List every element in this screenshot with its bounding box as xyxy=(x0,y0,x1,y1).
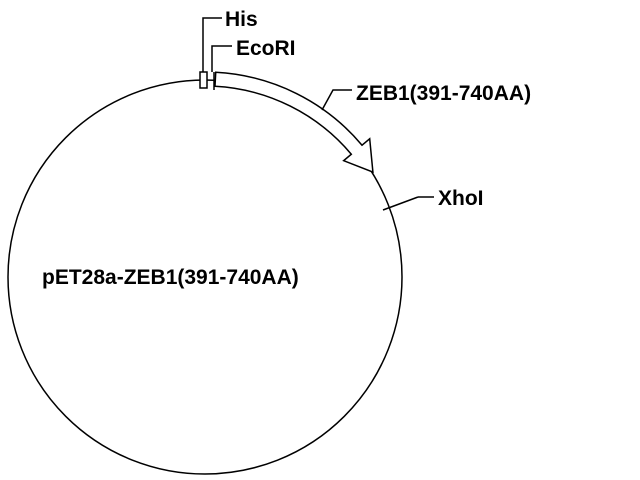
zeb1-insert-arrow xyxy=(214,71,374,174)
his-tag-marker xyxy=(199,71,208,89)
xhoi-label: XhoI xyxy=(438,187,484,210)
his-leader-line xyxy=(202,17,222,72)
ecori-leader-line xyxy=(211,45,232,72)
his-label: His xyxy=(225,8,258,31)
xhoi-site-tick xyxy=(382,196,419,211)
zeb1-label: ZEB1(391-740AA) xyxy=(356,82,531,105)
ecori-label: EcoRI xyxy=(236,37,296,60)
plasmid-name-label: pET28a-ZEB1(391-740AA) xyxy=(42,266,299,289)
zeb1-leader-line xyxy=(321,89,352,111)
